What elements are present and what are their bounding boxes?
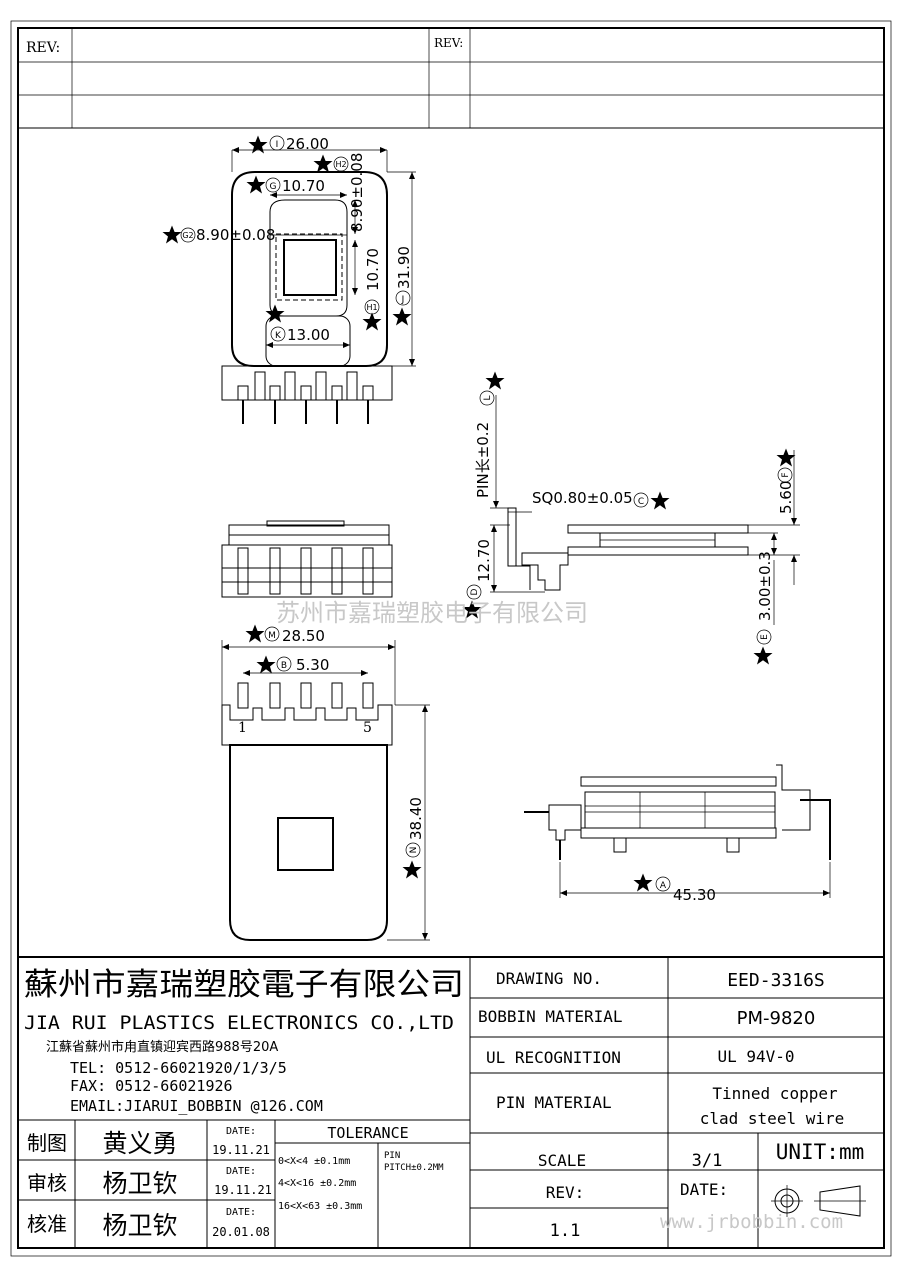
right-side-view: PIN长±0.2 L SQ0.80±0.05 C F 5.60 12.70 D … [462,371,800,665]
projection-symbol-icon [771,1185,866,1217]
company-name-cn: 蘇州市嘉瑞塑胶電子有限公司 [24,967,464,1003]
sign-name-1: 黄义勇 [102,1129,177,1158]
top-view: I 26.00 H2 8.90±0.08 G 10.70 G2 8.90±0.0… [162,135,416,424]
sign-role-1: 制图 [27,1131,67,1155]
dim-g-value: 10.70 [282,177,325,195]
dim-n-tag: N [409,847,419,854]
sign-date-label-3: DATE: [226,1207,256,1218]
sign-role-2: 审核 [27,1171,67,1195]
ul-recognition-value: UL 94V-0 [717,1047,794,1066]
dim-k-tag: K [275,331,282,341]
sign-name-3: 杨卫钦 [102,1211,177,1240]
tolerance-title: TOLERANCE [327,1124,408,1142]
rev-label: REV: [546,1183,585,1202]
sq-label: SQ0.80±0.05 [532,489,633,507]
dim-j-value: 31.90 [395,246,413,289]
dim-d-value: 12.70 [475,539,493,582]
outer-border [10,20,892,1257]
front-side-view [221,520,393,598]
bobbin-material-label: BOBBIN MATERIAL [478,1007,623,1026]
pin-length-label: PIN长±0.2 [474,422,492,498]
pin-length-tag: L [483,395,493,400]
sign-date-label-1: DATE: [226,1126,256,1137]
sign-role-3: 核准 [27,1212,67,1236]
company-address: 江蘇省蘇州市甪直镇迎宾西路988号20A [46,1039,278,1055]
tolerance-row-2: 4<X<16 ±0.2mm [278,1178,356,1189]
pin-number-first: 1 [238,720,247,736]
sign-date-label-2: DATE: [226,1166,256,1177]
dim-a-value: 45.30 [673,886,716,904]
date-label: DATE: [680,1180,728,1199]
company-fax: FAX: 0512-66021926 [70,1077,233,1095]
dim-b-value: 5.30 [296,656,329,674]
rev-label-right: REV: [434,36,463,50]
dim-k-value: 13.00 [287,326,330,344]
pin-number-last: 5 [363,720,372,736]
scale-value: 3/1 [692,1151,723,1171]
dim-m-tag: M [268,631,276,641]
sign-name-2: 杨卫钦 [102,1169,177,1198]
dim-f-value: 5.60 [777,481,795,514]
dim-i-value: 26.00 [286,135,329,153]
dim-n-value: 38.40 [407,797,425,840]
drawing-no-label: DRAWING NO. [496,969,602,988]
dim-g2-value: 8.90±0.08 [196,226,275,244]
dim-g2-tag: G2 [182,231,193,240]
bobbin-material-value: PM-9820 [737,1008,816,1029]
company-name-en: JIA RUI PLASTICS ELECTRONICS CO.,LTD [24,1012,454,1034]
dim-b-tag: B [281,661,287,671]
dim-h2-value: 8.90±0.08 [348,153,366,232]
ul-recognition-label: UL RECOGNITION [486,1048,621,1067]
revision-block: REV: REV: [18,28,884,129]
rev-value: 1.1 [550,1221,581,1241]
pin-material-line1: Tinned copper [712,1084,838,1103]
pin-pitch-line1: PIN [384,1151,400,1161]
dim-h1-tag: H1 [366,303,377,312]
dim-m-value: 28.50 [282,627,325,645]
dim-e-tag: E [760,634,770,640]
watermark-company: 苏州市嘉瑞塑胶电子有限公司 [276,599,588,627]
sign-date-2: 19.11.21 [214,1183,272,1197]
dim-j-tag: J [401,295,405,305]
pin-material-label: PIN MATERIAL [496,1093,612,1112]
tolerance-row-3: 16<X<63 ±0.3mm [278,1201,362,1212]
dim-f-tag: F [781,472,791,477]
rev-label-left: REV: [26,40,60,56]
dim-i-tag: I [276,140,279,150]
sign-date-3: 20.01.08 [212,1225,270,1239]
watermark-url: www.jrbobbin.com [660,1211,843,1233]
bottom-side-view: A 45.30 [524,764,831,904]
sq-tag: C [638,497,644,507]
sign-date-1: 19.11.21 [212,1143,270,1157]
unit-label: UNIT:mm [776,1140,865,1164]
dim-g-tag: G [270,182,277,192]
dim-h2-tag: H2 [335,160,346,169]
scale-label: SCALE [538,1151,586,1170]
bottom-view: M 28.50 B 5.30 1 5 38.40 N [221,624,430,941]
dim-e-value: 3.00±0.3 [756,551,774,621]
company-email: EMAIL:JIARUI_BOBBIN @126.COM [70,1097,323,1115]
company-tel: TEL: 0512-66021920/1/3/5 [70,1059,287,1077]
dim-inner-height: 10.70 [364,248,382,291]
pin-material-line2: clad steel wire [700,1109,845,1128]
dim-d-tag: D [470,588,480,595]
dim-a-tag: A [660,881,667,891]
title-block: 蘇州市嘉瑞塑胶電子有限公司 JIA RUI PLASTICS ELECTRONI… [18,956,884,1248]
drawing-no-value: EED-3316S [727,970,825,991]
pin-pitch-line2: PITCH±0.2MM [384,1163,444,1173]
inner-border [17,27,885,1249]
tolerance-row-1: 0<X<4 ±0.1mm [278,1156,350,1167]
